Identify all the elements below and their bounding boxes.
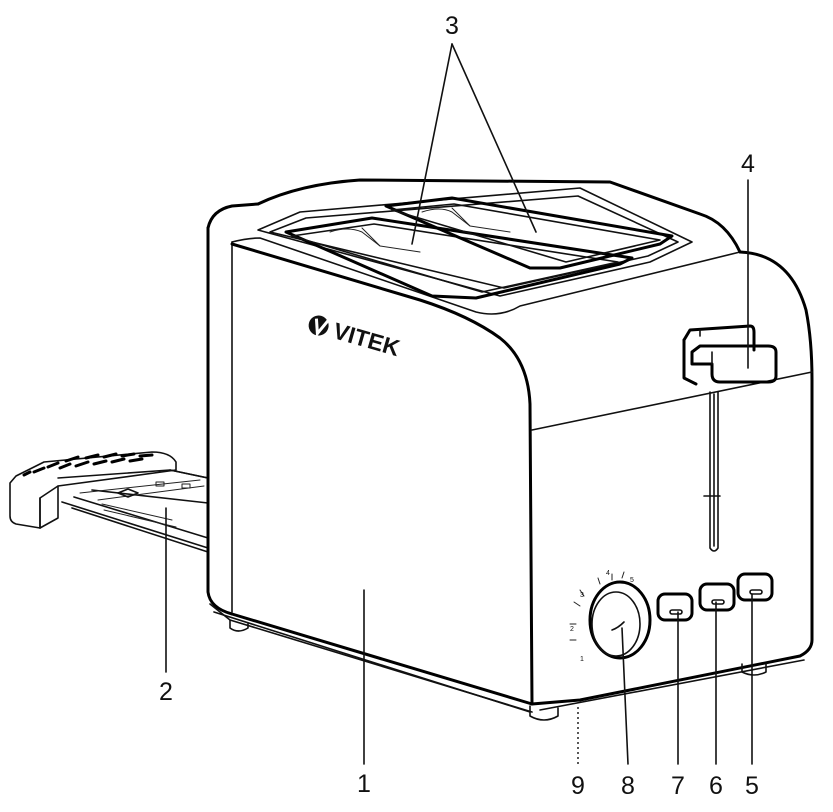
control-panel: 1 2 3 4 5 xyxy=(570,570,772,663)
lever xyxy=(684,326,776,551)
dial-mark-2: 2 xyxy=(570,626,574,633)
browning-dial: 1 2 3 4 5 xyxy=(570,570,650,663)
button-5 xyxy=(738,574,772,600)
callout-3: 3 xyxy=(445,12,459,40)
callout-6: 6 xyxy=(709,772,723,800)
dial-mark-5: 5 xyxy=(630,577,634,584)
callout-2: 2 xyxy=(159,678,173,706)
callout-1: 1 xyxy=(357,770,371,798)
callout-4: 4 xyxy=(741,150,755,178)
crumb-tray xyxy=(10,452,208,552)
button-7 xyxy=(658,594,692,620)
dial-mark-4: 4 xyxy=(606,570,610,577)
callout-8: 8 xyxy=(621,772,635,800)
dial-mark-3: 3 xyxy=(580,592,584,599)
callout-9: 9 xyxy=(571,772,585,800)
callout-5: 5 xyxy=(745,772,759,800)
button-6 xyxy=(700,584,734,610)
dial-mark-1: 1 xyxy=(580,656,584,663)
callout-7: 7 xyxy=(671,772,685,800)
